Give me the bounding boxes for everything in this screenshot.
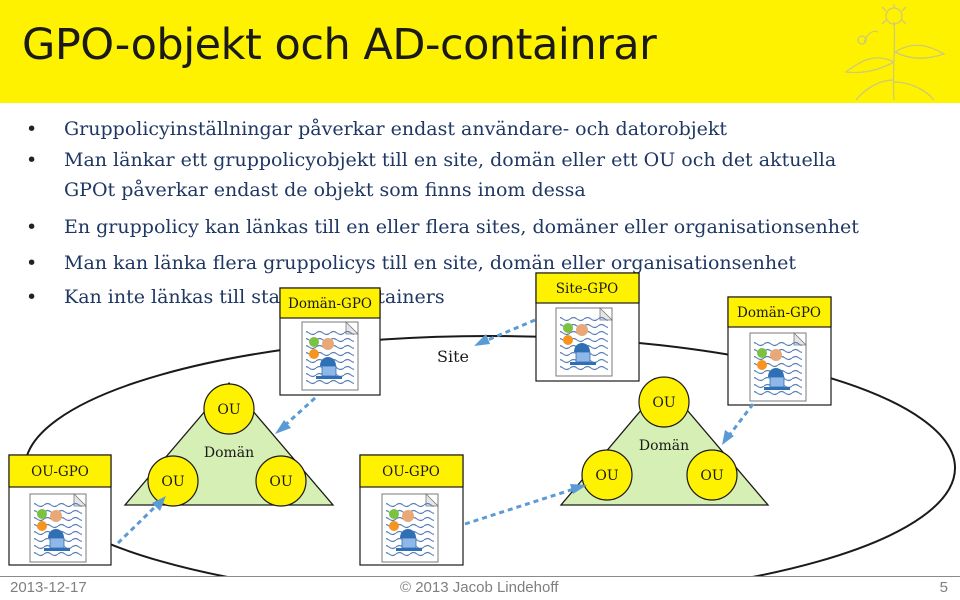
domain-gpo-box [727, 296, 832, 406]
ou-label: OU [217, 402, 240, 418]
ou-label: OU [652, 395, 675, 411]
flower-decoration-icon [844, 4, 946, 101]
ou-label: OU [161, 474, 184, 490]
ou-circle [255, 455, 307, 507]
ou-circle [581, 449, 633, 501]
site-label: Site [437, 347, 469, 366]
ou-gpo-box [359, 454, 464, 566]
ou-circle [638, 376, 690, 428]
domain-gpo-label: Domän-GPO [737, 305, 821, 321]
footer: 2013-12-17 © 2013 Jacob Lindehoff 5 [0, 576, 960, 600]
domain-label: Domän [204, 445, 254, 461]
site-gpo-label: Site-GPO [556, 281, 618, 297]
ou-gpo-box [8, 454, 112, 566]
ou-circle [147, 455, 199, 507]
footer-copyright: © 2013 Jacob Lindehoff [400, 579, 559, 596]
footer-date: 2013-12-17 [10, 579, 87, 596]
ou-label: OU [269, 474, 292, 490]
gpo-diagram: Domän-GPO Site-GPO Domän-GPO OU-GPO OU-G… [8, 272, 956, 576]
domain-label: Domän [639, 438, 689, 454]
ou-label: OU [595, 468, 618, 484]
link-arrows [116, 318, 755, 545]
ou-label: OU [700, 468, 723, 484]
domain-gpo-label: Domän-GPO [288, 296, 372, 312]
domain-gpo-box [279, 287, 381, 396]
ou-gpo-label: OU-GPO [31, 464, 89, 480]
ou-circle [686, 449, 738, 501]
site-gpo-box [535, 272, 640, 382]
slide-title: GPO-objekt och AD-containrar [22, 20, 657, 70]
page-number: 5 [939, 579, 948, 596]
title-bar: GPO-objekt och AD-containrar [0, 0, 960, 103]
ou-circle [203, 383, 255, 435]
ou-gpo-label: OU-GPO [382, 464, 440, 480]
